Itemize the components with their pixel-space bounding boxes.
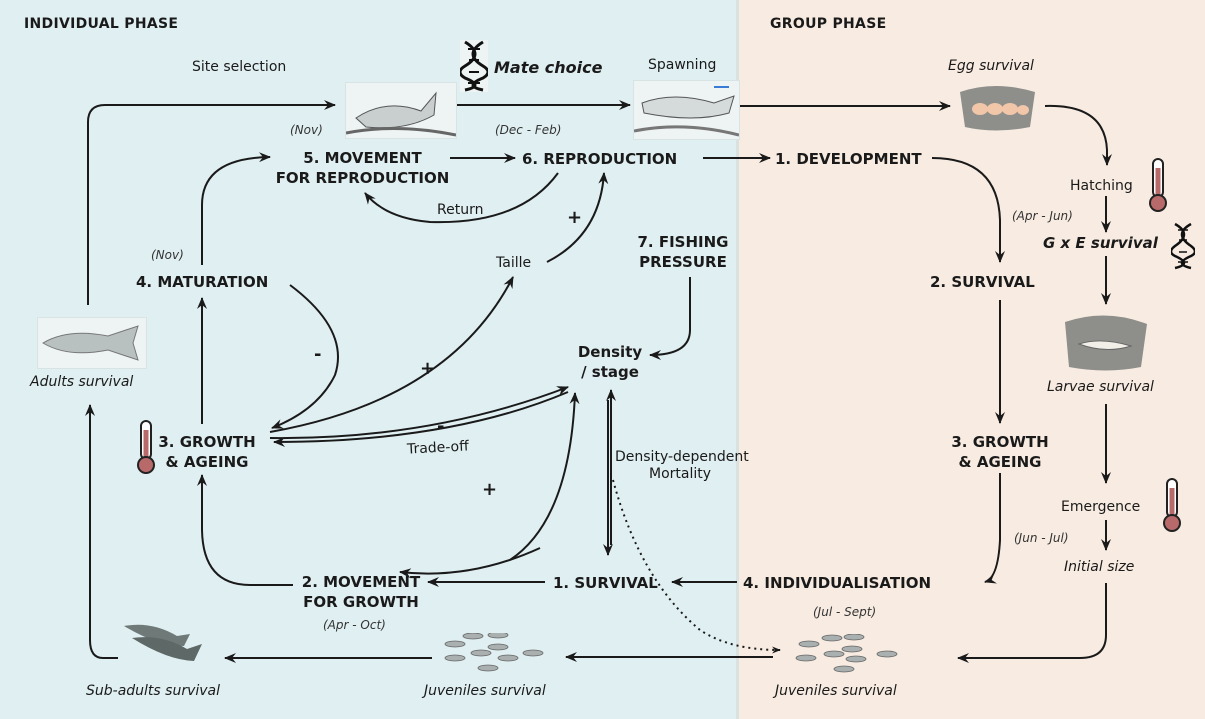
arrow-adults-to-site xyxy=(87,100,336,305)
site-selection-label: Site selection xyxy=(192,59,287,75)
sign-growth-taille: + xyxy=(420,358,436,379)
spawning-image xyxy=(633,80,740,140)
thermometer-icon-hatching xyxy=(1148,158,1168,213)
node-survival-individual: 1. SURVIVAL xyxy=(553,574,658,592)
arrow-growth-to-taille xyxy=(269,276,514,433)
arrow-fishing-to-density xyxy=(649,277,691,360)
node-growth-line2: & AGEING xyxy=(165,453,249,471)
sign-movement-density: + xyxy=(482,479,498,500)
spawning-label: Spawning xyxy=(648,57,717,73)
egg-survival-label: Egg survival xyxy=(948,58,1034,74)
node-density-stage: Density / stage xyxy=(568,342,652,382)
node-movement-growth-line2: FOR GROWTH xyxy=(303,593,419,611)
arrow-movement-to-density xyxy=(509,392,580,561)
arrow-initial-to-juveniles xyxy=(957,583,1107,663)
dna-icon-gxe xyxy=(1169,222,1197,270)
phase-divider xyxy=(736,0,739,719)
group-phase-title: GROUP PHASE xyxy=(770,16,887,32)
node-growth-group-line2: & AGEING xyxy=(958,453,1042,471)
arrow-return xyxy=(364,172,559,224)
node-fishing-line2: PRESSURE xyxy=(639,253,727,271)
node-density-line1: Density xyxy=(577,343,643,361)
arrow-subadults-to-adults xyxy=(85,404,118,659)
gxe-survival-label: G x E survival xyxy=(1043,234,1158,252)
subadults-survival-label: Sub-adults survival xyxy=(86,683,221,699)
arrow-maturation-to-movement-repro xyxy=(201,152,271,265)
node-fishing-line1: 7. FISHING xyxy=(637,233,729,251)
node-movement-reproduction-line1: 5. MOVEMENT xyxy=(303,149,422,167)
arrow-growth-to-individualisation xyxy=(984,473,1001,584)
node-survival-group: 2. SURVIVAL xyxy=(930,273,1035,291)
dd-mortality-line1: Density-dependent xyxy=(615,449,749,465)
node-growth-line1: 3. GROWTH xyxy=(158,433,256,451)
maturation-date-label: (Nov) xyxy=(151,248,184,262)
node-reproduction: 6. REPRODUCTION xyxy=(522,150,678,168)
node-movement-reproduction-line2: FOR REPRODUCTION xyxy=(275,169,450,187)
node-development: 1. DEVELOPMENT xyxy=(775,150,922,168)
juveniles-survival-label-individual: Juveniles survival xyxy=(424,683,546,699)
jul-sept-label: (Jul - Sept) xyxy=(813,605,877,619)
arrow-density-to-growth xyxy=(273,391,569,447)
trade-off-label: Trade-off xyxy=(406,438,470,458)
arrow-development-to-survival xyxy=(931,157,1005,263)
node-movement-growth-line1: 2. MOVEMENT xyxy=(301,573,421,591)
dec-feb-label: (Dec - Feb) xyxy=(495,123,562,137)
individual-phase-title: INDIVIDUAL PHASE xyxy=(24,16,179,32)
thermometer-icon-emergence xyxy=(1162,478,1182,533)
node-movement-growth: 2. MOVEMENT FOR GROWTH xyxy=(296,572,426,612)
node-movement-reproduction: 5. MOVEMENT FOR REPRODUCTION xyxy=(275,148,450,188)
node-density-line2: / stage xyxy=(581,363,639,381)
arrow-movement-to-growth xyxy=(197,474,293,586)
dd-mortality-line2: Mortality xyxy=(648,466,712,482)
node-growth-ageing-group: 3. GROWTH & AGEING xyxy=(945,432,1055,472)
larvae-survival-label: Larvae survival xyxy=(1047,379,1154,395)
nov-label: (Nov) xyxy=(290,123,323,137)
node-growth-ageing: 3. GROWTH & AGEING xyxy=(152,432,262,472)
taille-label: Taille xyxy=(496,255,532,271)
node-individualisation: 4. INDIVIDUALISATION xyxy=(743,574,931,592)
juveniles-survival-label-group: Juveniles survival xyxy=(775,683,897,699)
jun-jul-label: (Jun - Jul) xyxy=(1014,531,1069,545)
sign-growth-density: - xyxy=(437,416,445,437)
sign-maturation-growth: - xyxy=(314,344,322,365)
site-selection-image xyxy=(345,82,457,139)
subadult-fish-image xyxy=(122,616,207,666)
arrow-growth-to-density xyxy=(269,386,569,440)
emergence-label: Emergence xyxy=(1061,499,1141,515)
dd-mortality-label: Density-dependent Mortality xyxy=(615,449,749,483)
initial-size-label: Initial size xyxy=(1064,559,1135,575)
juveniles-fish-image-group xyxy=(792,633,902,674)
arrow-taille-to-reproduction xyxy=(546,172,609,263)
egg-image xyxy=(955,82,1040,132)
mate-choice-label: Mate choice xyxy=(494,58,603,77)
hatching-label: Hatching xyxy=(1070,178,1133,194)
juveniles-fish-image-individual xyxy=(443,631,553,673)
arrow-maturation-to-growth xyxy=(271,284,339,429)
adult-trout-image xyxy=(37,317,147,369)
return-label: Return xyxy=(437,202,484,218)
arrow-dotted-density-to-juveniles xyxy=(612,479,781,654)
dna-icon-mate-choice xyxy=(458,40,490,92)
larvae-image xyxy=(1061,312,1151,372)
node-maturation: 4. MATURATION xyxy=(136,273,269,291)
adults-survival-label: Adults survival xyxy=(30,374,134,390)
thermometer-icon-growth xyxy=(136,420,156,475)
node-growth-group-line1: 3. GROWTH xyxy=(951,433,1049,451)
sign-taille-reproduction: + xyxy=(567,207,583,228)
arrow-density-to-movement xyxy=(399,547,541,579)
node-fishing-pressure: 7. FISHING PRESSURE xyxy=(628,232,738,272)
apr-jun-label: (Apr - Jun) xyxy=(1012,209,1073,223)
arrow-egg-to-hatching xyxy=(1044,104,1112,166)
movement-growth-date-label: (Apr - Oct) xyxy=(323,618,386,632)
